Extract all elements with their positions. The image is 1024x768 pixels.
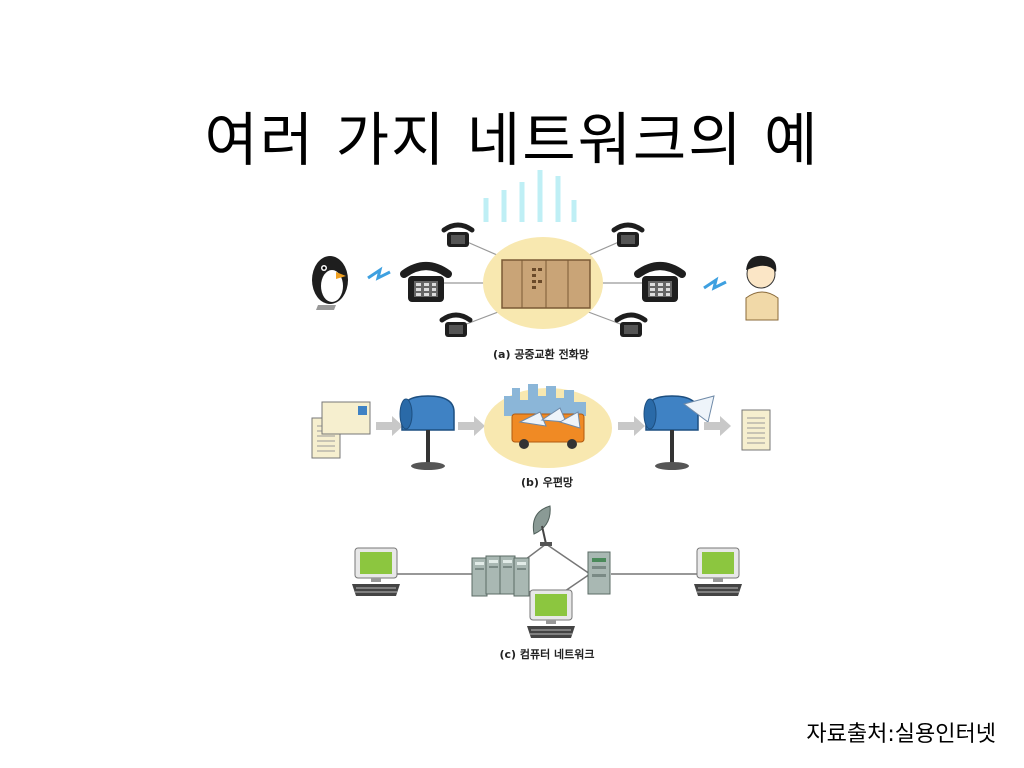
telephone-icon bbox=[442, 315, 470, 337]
arrow-icon bbox=[458, 416, 485, 436]
server-cluster-icon bbox=[471, 555, 530, 597]
delivered-letter-icon bbox=[741, 409, 771, 451]
computer-network-panel bbox=[351, 505, 743, 639]
telephone-network-panel bbox=[312, 225, 779, 337]
postal-network-panel bbox=[311, 384, 771, 471]
panel-caption-a: (a) 공중교환 전화망 bbox=[493, 348, 589, 361]
network-examples-figure: (a) 공중교환 전화망 (b) 우편망 (c) 컴퓨터 네트워크 bbox=[306, 160, 780, 670]
telephone-icon bbox=[617, 315, 645, 337]
computer-icon bbox=[693, 547, 743, 597]
slide-title: 여러 가지 네트워크의 예 bbox=[204, 106, 820, 174]
arrow-icon bbox=[376, 416, 403, 436]
post-office-city-icon bbox=[504, 384, 586, 449]
source-citation: 자료출처:실용인터넷 bbox=[806, 722, 996, 747]
signal-bolt-icon bbox=[367, 266, 391, 281]
panel-caption-c: (c) 컴퓨터 네트워크 bbox=[499, 648, 595, 661]
computer-icon bbox=[351, 547, 401, 597]
computer-icon bbox=[526, 589, 576, 639]
telephone-icon bbox=[614, 225, 642, 247]
decorative-bars bbox=[483, 170, 577, 222]
letter-envelope-icon bbox=[311, 401, 371, 459]
telephone-icon bbox=[444, 225, 472, 247]
mailbox-icon bbox=[399, 395, 455, 471]
server-tower-icon bbox=[587, 551, 611, 595]
mailbox-receiving-icon bbox=[643, 395, 715, 471]
panel-caption-b: (b) 우편망 bbox=[520, 476, 574, 489]
satellite-dish-icon bbox=[532, 505, 552, 546]
penguin-caller-icon bbox=[312, 256, 348, 310]
arrow-icon bbox=[618, 416, 645, 436]
telephone-icon bbox=[404, 266, 448, 302]
telephone-icon bbox=[638, 266, 682, 302]
person-caller-icon bbox=[745, 255, 779, 321]
signal-bolt-icon bbox=[703, 276, 727, 291]
switch-exchange-icon bbox=[501, 259, 591, 309]
